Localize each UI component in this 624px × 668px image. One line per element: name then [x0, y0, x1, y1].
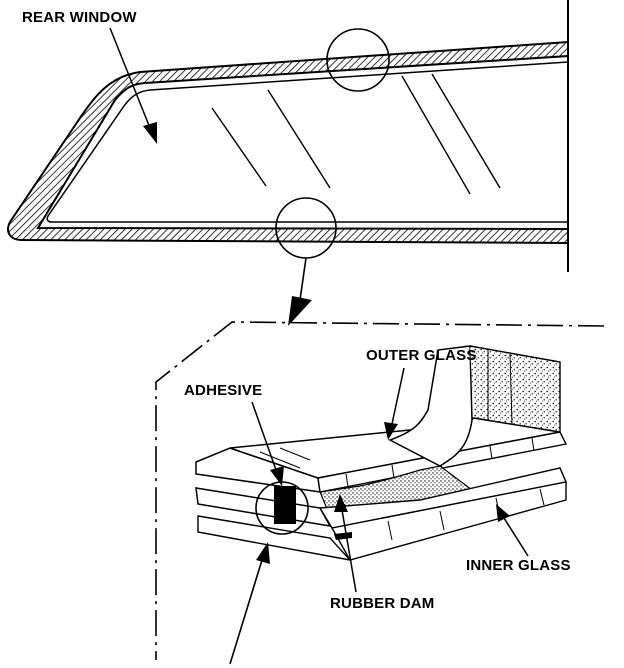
rubber-dam-leader	[334, 494, 357, 593]
rubber-dam-label: RUBBER DAM	[330, 595, 435, 612]
inner-glass-section	[195, 467, 567, 562]
inner-glass-leader	[496, 504, 529, 557]
outer-glass-section	[195, 417, 568, 493]
rear-window-label: REAR WINDOW	[22, 9, 137, 26]
rear-window-leader	[109, 27, 157, 144]
adhesive-label: ADHESIVE	[184, 382, 262, 399]
inner-glass-label: INNER GLASS	[466, 557, 571, 574]
detail-boundary	[155, 321, 605, 660]
window-frame-band	[7, 40, 569, 245]
detail-circle-upper	[326, 28, 390, 92]
rubber-dam-block	[274, 486, 296, 524]
outer-glass-leader	[384, 367, 405, 440]
detail-callout-arrow	[288, 257, 312, 326]
glass-glare-lines	[211, 73, 501, 195]
window-glass-edge	[46, 61, 569, 223]
adhesive-leader	[251, 401, 284, 486]
outer-glass-label: OUTER GLASS	[366, 347, 477, 364]
body-flange	[388, 345, 561, 467]
bottom-pointer-arrow	[229, 542, 270, 665]
rear-window-outline	[7, 0, 569, 272]
